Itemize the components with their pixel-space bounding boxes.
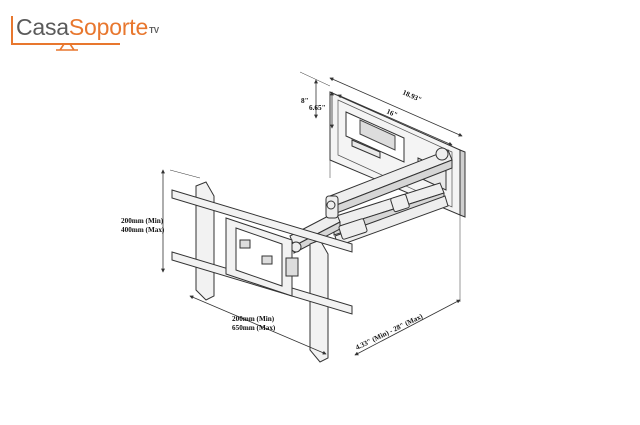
- wall-plate-inner-width-label: 16": [385, 108, 398, 120]
- dimension-lines: [161, 71, 463, 356]
- vesa-vertical-max-label: 400mm (Max): [121, 226, 165, 234]
- extension-range-label: 4.33" (Min) - 28" (Max): [354, 312, 424, 352]
- brand-name-part2: Soporte: [68, 14, 149, 40]
- brand-name-suffix: TV: [149, 26, 159, 35]
- vesa-horizontal-min-label: 200mm (Min): [232, 315, 275, 323]
- wall-plate-inner-height-label: 6.65": [309, 104, 326, 112]
- articulating-arm: [289, 147, 453, 254]
- vesa-horizontal-max-label: 650mm (Max): [232, 324, 276, 332]
- vesa-vertical-min-label: 200mm (Min): [121, 217, 164, 225]
- wall-plate-height-label: 8": [301, 97, 309, 105]
- brand-logo: CasaSoporteTV: [8, 10, 218, 52]
- brand-name: CasaSoporteTV: [16, 14, 159, 41]
- wall-plate-width-label: 18.93": [401, 89, 423, 105]
- logo-tv-frame-icon: [11, 16, 120, 51]
- vesa-bracket: [171, 181, 353, 363]
- brand-name-part1: Casa: [16, 14, 69, 40]
